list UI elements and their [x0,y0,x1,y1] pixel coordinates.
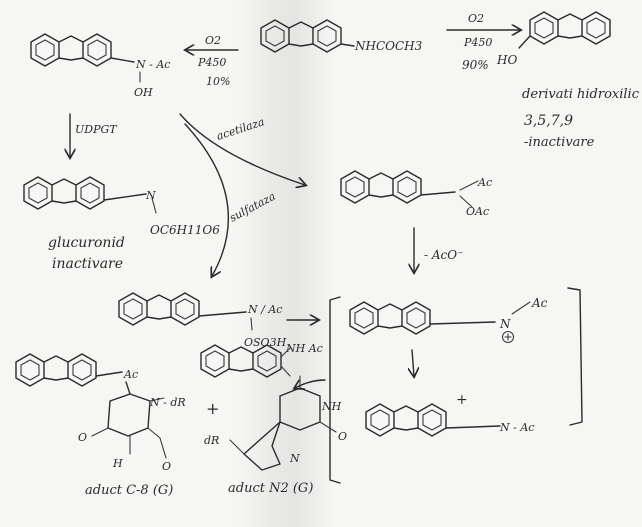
label-n-ac-1: N - Ac [135,58,170,71]
label-aduct1-o2: O [162,460,171,473]
label-plus-adducts: + [206,399,219,418]
label-aco: - AcO⁻ [424,248,463,262]
label-n-ac-sulf: N / Ac [247,303,282,316]
label-aduct2-nh: NH [321,400,342,413]
label-aduct1-o1: O [78,431,87,444]
label-plus: + [456,392,468,408]
label-acetilaza: acetilaza [215,115,266,143]
label-ac-2: Ac [477,176,492,189]
arrow-acetilaza [179,113,305,185]
label-o2-left: O2 [205,34,221,47]
label-nitrenium-ac: Ac [531,296,548,310]
molecule-aduct-c8 [16,354,167,459]
label-ho: HO [496,53,517,67]
label-aduct2-dr: dR [204,434,219,447]
arrow-sulfataza [184,123,230,276]
label-inactivare-left: inactivare [52,256,123,272]
label-n-ac-carb: N - Ac [499,421,534,434]
label-aduct1-n-dr: N - dR [149,396,186,409]
molecule-n-hydroxy [31,34,141,83]
molecule-n-acetoxy [341,171,479,208]
bracket-right [567,287,583,426]
label-n-2: N [145,189,156,202]
label-nh-ac: NH Ac [285,342,323,355]
label-derivati: derivati hidroxilic [522,87,640,102]
scan-shadow [236,0,336,527]
label-nhcoch3: NHCOCH3 [354,39,423,53]
label-oac: OAc [466,205,489,218]
label-aduct2-n: N [289,452,300,465]
label-o2-top: O2 [468,12,484,25]
label-aduct-c8: aduct C-8 (G) [85,483,173,498]
label-udpgt: UDPGT [75,123,118,136]
label-aduct2-o: O [338,430,347,443]
label-nitrenium-n: N [499,317,511,331]
label-aduct-n2: aduct N2 (G) [228,481,313,496]
molecule-nitrenium [350,302,531,344]
molecule-aaf [261,20,355,52]
molecule-n-sulfonyloxy [119,293,253,331]
molecule-aduct-n2 [229,375,337,471]
label-oh: OH [134,86,153,99]
molecule-nhac-fluorene [201,345,291,377]
label-inactivare-top: -inactivare [524,135,595,150]
molecule-carbenium [366,404,501,436]
bracket-left [329,296,341,484]
label-positions: 3,5,7,9 [524,113,573,129]
label-p450-left: P450 [197,56,226,69]
molecule-hydroxy [518,12,610,49]
label-aduct1-ac: Ac [123,368,138,381]
label-10pct: 10% [206,75,230,88]
label-aduct1-h: H [112,457,123,470]
label-oc6h11o6: OC6H11O6 [150,223,220,237]
label-p450-top: P450 [463,36,492,49]
arrow-attack [295,380,326,388]
label-glucuronid: glucuronid [48,235,125,251]
label-sulfataza: sulfataza [227,190,277,225]
molecule-glucuronide [24,177,157,214]
arrow-resonance [412,349,414,376]
label-oso3h: OSO3H [244,336,287,349]
label-90pct: 90% [462,58,489,72]
